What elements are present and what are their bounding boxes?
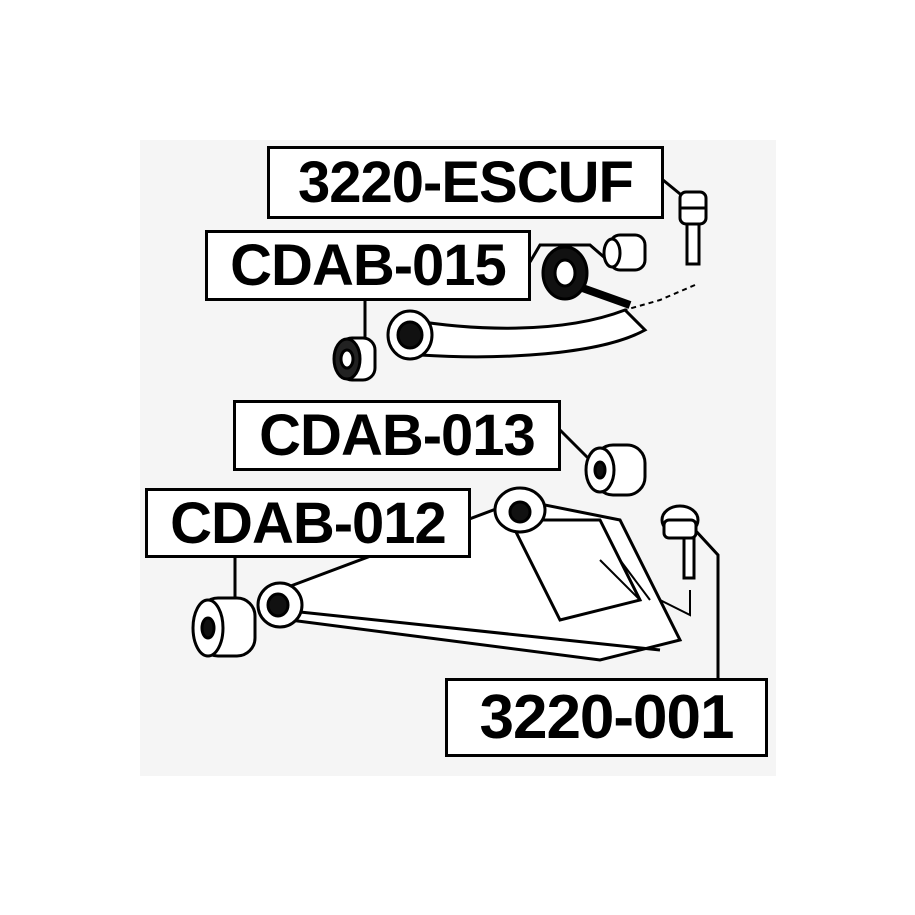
part-label-cdab-013: CDAB-013 <box>233 400 561 471</box>
leader-lines <box>233 178 720 680</box>
part-label-cdab-012: CDAB-012 <box>145 488 471 558</box>
lower-ball-joint <box>660 504 700 580</box>
part-label-cdab-015: CDAB-015 <box>205 230 531 301</box>
upper-control-arm <box>332 233 648 382</box>
lower-bushings <box>191 443 647 658</box>
part-label-3220-001: 3220-001 <box>445 678 768 757</box>
part-label-3220-escuf: 3220-ESCUF <box>267 146 664 219</box>
upper-ball-joint <box>678 190 708 266</box>
lower-control-arm <box>256 486 683 662</box>
